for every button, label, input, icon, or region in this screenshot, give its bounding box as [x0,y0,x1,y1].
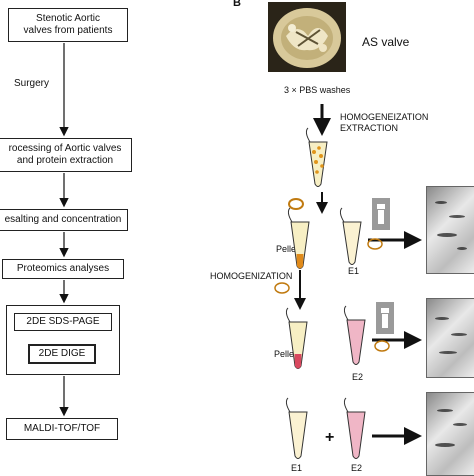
sds-page-label: 2DE SDS-PAGE [26,316,100,327]
as-valve-label: AS valve [362,35,410,49]
sds-page-box: 2DE SDS-PAGE [14,313,112,331]
stenotic-valves-box: Stenotic Aortic valves from patients [8,8,128,42]
pbs-wash-label: 3 × PBS washes [284,85,351,95]
aortic-valve-photo [268,2,346,72]
rotation-icon-e1 [367,238,383,250]
e2-bottom-label: E2 [351,463,363,473]
homogenization-extraction-label-2: EXTRACTION [340,123,399,133]
gel-image-2 [426,298,474,378]
surgery-label: Surgery [14,78,50,89]
gel-image-1 [426,186,474,274]
maldi-label: MALDI-TOF/TOF [23,423,101,434]
rotation-icon-2 [274,282,290,294]
e2-label: E2 [352,372,364,382]
plus-sign: + [325,429,335,446]
rotation-icon-e2 [374,340,390,352]
desalting-label: esalting and concentration [4,214,122,225]
dige-label: 2DE DIGE [38,348,86,359]
e1-label: E1 [348,266,360,276]
e2-bottom-tube [343,397,366,459]
proteomics-label: Proteomics analyses [16,263,110,274]
dige-box: 2DE DIGE [28,344,96,364]
rotation-icon-1 [288,198,304,210]
pellet-tube-1 [287,207,310,269]
processing-line1: rocessing of Aortic valves [8,143,122,154]
processing-box: rocessing of Aortic valves and protein e… [0,138,132,172]
panel-b-letter: B [233,0,241,9]
homogenization-label-2: HOMOGENIZATION [210,271,293,281]
centrifuge-icon-1 [372,198,390,230]
proteomics-box: Proteomics analyses [2,259,124,279]
homogenization-extraction-label-1: HOMOGENEIZATION [340,112,429,122]
stenotic-valves-line2: valves from patients [23,25,113,36]
processing-line2: and protein extraction [16,155,114,166]
e1-tube [339,207,362,265]
pellet-label-2: Pellet [274,349,297,359]
stenotic-valves-line1: Stenotic Aortic [36,13,100,24]
centrifuge-icon-2 [376,302,394,334]
e1-bottom-label: E1 [291,463,303,473]
e1-bottom-tube [285,397,308,459]
pellet-label-1: Pellet [276,244,299,254]
valve-illustration [273,8,341,68]
desalting-box: esalting and concentration [0,209,128,231]
homogenate-tube [305,127,328,187]
e2-tube [343,305,366,365]
gel-image-3 [426,392,474,476]
maldi-box: MALDI-TOF/TOF [6,418,118,440]
